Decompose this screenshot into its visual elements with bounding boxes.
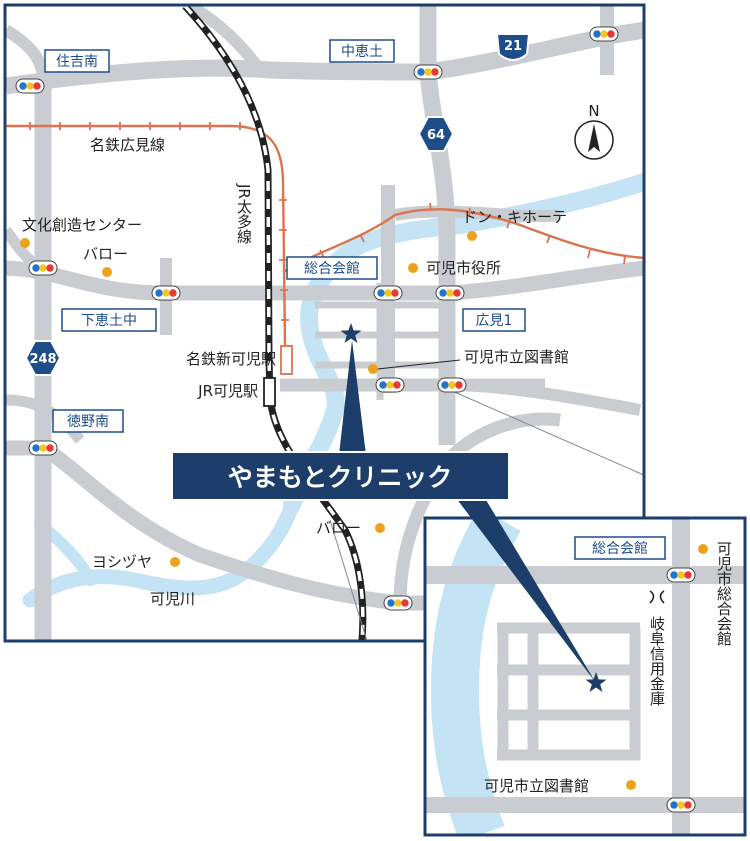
meitetsu-ticks <box>29 122 626 321</box>
svg-text:総合会館: 総合会館 <box>592 540 648 557</box>
signal-icon <box>28 440 58 456</box>
intersection-hiromi1: 広見1 <box>462 308 526 332</box>
signal-icon <box>666 567 696 583</box>
intersection-tokuno-minami: 徳野南 <box>52 409 124 433</box>
place-dot-icon <box>20 238 30 248</box>
svg-text:総合会館: 総合会館 <box>304 260 360 277</box>
place-dot-icon <box>467 231 477 241</box>
jr-station-icon <box>263 377 276 407</box>
route-248-label: 248 <box>29 352 56 367</box>
route-64-icon: 64 <box>417 116 455 152</box>
signal-icon <box>151 285 181 301</box>
clinic-star-icon <box>340 323 362 343</box>
svg-text:徳野南: 徳野南 <box>67 414 109 430</box>
signal-icon <box>28 260 58 276</box>
signal-icon <box>375 377 405 393</box>
route-248-icon: 248 <box>24 340 62 376</box>
intersection-sogo-kaikan: 総合会館 <box>286 256 378 280</box>
place-dot-icon <box>408 263 418 273</box>
inset-intersection-sogo-kaikan: 総合会館 <box>574 536 666 560</box>
jr-station-label: JR可児駅 <box>197 382 258 400</box>
inset-guide-lines <box>329 389 643 640</box>
inset-library-label: 可児市立図書館 <box>484 777 589 795</box>
intersection-sumiyoshi-minami: 住吉南 <box>44 49 110 73</box>
meitetsu-station-icon <box>280 345 293 375</box>
north-arrow-icon: N <box>574 102 614 160</box>
meitetsu-hiromi-line-label: 名鉄広見線 <box>90 136 165 154</box>
inset-frame <box>423 516 747 837</box>
place-dot-icon <box>698 544 708 554</box>
river-kani-label: 可児川 <box>150 590 195 608</box>
place-dot-icon <box>170 557 180 567</box>
signal-icon <box>435 285 465 301</box>
clinic-callout: やまもとクリニック <box>171 340 596 683</box>
jr-taita-line-label: JR太多線 <box>235 183 253 244</box>
place-valor-north: バロー <box>83 245 128 263</box>
svg-text:中恵土: 中恵土 <box>341 44 383 60</box>
place-bunka: 文化創造センター <box>22 216 142 234</box>
place-don-quijote: ドン・キホーテ <box>462 208 567 226</box>
bank-icon <box>649 589 665 605</box>
signal-icon <box>589 26 619 42</box>
place-dot-icon <box>102 267 112 277</box>
main-map: 21 64 248 N 住吉南 <box>6 6 643 640</box>
svg-text:下恵土中: 下恵土中 <box>81 313 137 329</box>
place-city-hall: 可児市役所 <box>426 259 501 277</box>
place-library: 可児市立図書館 <box>464 348 569 366</box>
intersection-shimo-edo-naka: 下恵土中 <box>61 308 157 332</box>
route-64-label: 64 <box>427 128 445 143</box>
inset-city-hall-label: 可児市総合会館 <box>715 541 733 646</box>
svg-text:広見1: 広見1 <box>476 313 513 329</box>
route-21-label: 21 <box>504 39 522 54</box>
jr-line <box>182 6 367 640</box>
meitetsu-line <box>6 124 643 376</box>
signal-icon <box>413 64 443 80</box>
signal-icon <box>373 285 403 301</box>
svg-text:住吉南: 住吉南 <box>56 54 98 70</box>
signal-icon <box>666 797 696 813</box>
inset-map: 総合会館 可児市総合会館 岐阜信用金庫 可児市立図書館 <box>426 519 744 834</box>
signal-icon <box>383 595 413 611</box>
meitetsu-station-label: 名鉄新可児駅 <box>186 350 276 368</box>
library-leader-line <box>377 359 461 370</box>
place-dot-icon <box>368 364 378 374</box>
route-21-icon: 21 <box>495 33 531 61</box>
north-label: N <box>588 102 599 120</box>
clinic-name-banner: やまもとクリニック <box>228 463 453 492</box>
place-dot-icon <box>626 780 636 790</box>
signal-icon <box>15 78 45 94</box>
place-yoshizuya: ヨシヅヤ <box>92 553 152 571</box>
place-dot-icon <box>375 523 385 533</box>
intersection-naka-edo: 中恵土 <box>329 39 395 63</box>
place-valor-south: バロー <box>316 519 361 537</box>
signal-icon <box>437 377 467 393</box>
inset-clinic-star-icon <box>585 672 607 692</box>
inset-gifu-bank-label: 岐阜信用金庫 <box>648 616 666 706</box>
main-map-frame <box>3 3 646 643</box>
